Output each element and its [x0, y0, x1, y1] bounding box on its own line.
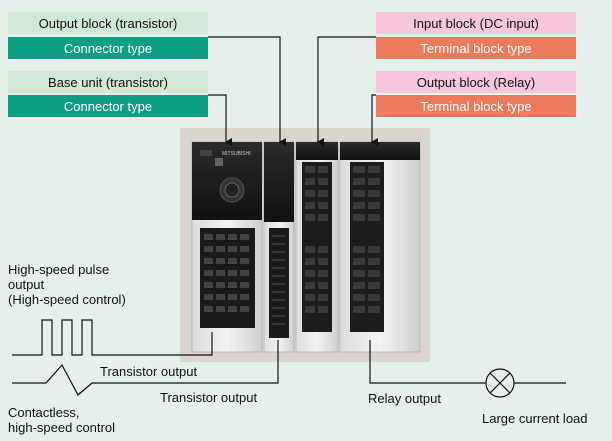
- transistor-output-label-1: Transistor output: [100, 364, 198, 379]
- input-block-dc-illustration: [295, 141, 339, 353]
- leader-input-dc: [317, 36, 376, 146]
- pulse-waveform: [12, 319, 213, 356]
- relay-output-label: Relay output: [368, 391, 441, 406]
- output-block-relay-type: Terminal block type: [376, 95, 576, 117]
- output-block-transistor-illustration: [263, 141, 295, 353]
- output-block-relay-illustration: [339, 141, 421, 353]
- large-current-load-icon: [485, 368, 515, 398]
- leader-output-transistor: [208, 36, 286, 146]
- base-unit-title: Base unit (transistor): [8, 71, 208, 93]
- transistor-output-label-2: Transistor output: [160, 390, 258, 405]
- contactless-line-1: Contactless,: [8, 405, 80, 420]
- large-current-load-label: Large current load: [482, 411, 588, 426]
- transistor-output-line: [12, 340, 279, 396]
- input-block-dc-type: Terminal block type: [376, 37, 576, 59]
- contactless-label: Contactless, high-speed control: [8, 405, 115, 435]
- output-block-transistor-type: Connector type: [8, 37, 208, 59]
- relay-output-line: [369, 340, 486, 384]
- contactless-line-2: high-speed control: [8, 420, 115, 435]
- leader-output-relay: [371, 94, 378, 146]
- input-block-dc-title: Input block (DC input): [376, 12, 576, 34]
- device-brand: MITSUBISHI: [222, 151, 251, 157]
- output-block-transistor-title: Output block (transistor): [8, 12, 208, 34]
- leader-base-unit: [208, 94, 232, 146]
- pulse-output-line-1: High-speed pulse: [8, 262, 110, 277]
- pulse-output-label: High-speed pulse output (High-speed cont…: [8, 262, 126, 307]
- base-unit-illustration: MITSUBISHI: [191, 141, 263, 353]
- pulse-output-line-2: output: [8, 277, 45, 292]
- pulse-output-line-3: (High-speed control): [8, 292, 126, 307]
- output-block-relay-title: Output block (Relay): [376, 71, 576, 93]
- base-unit-type: Connector type: [8, 95, 208, 117]
